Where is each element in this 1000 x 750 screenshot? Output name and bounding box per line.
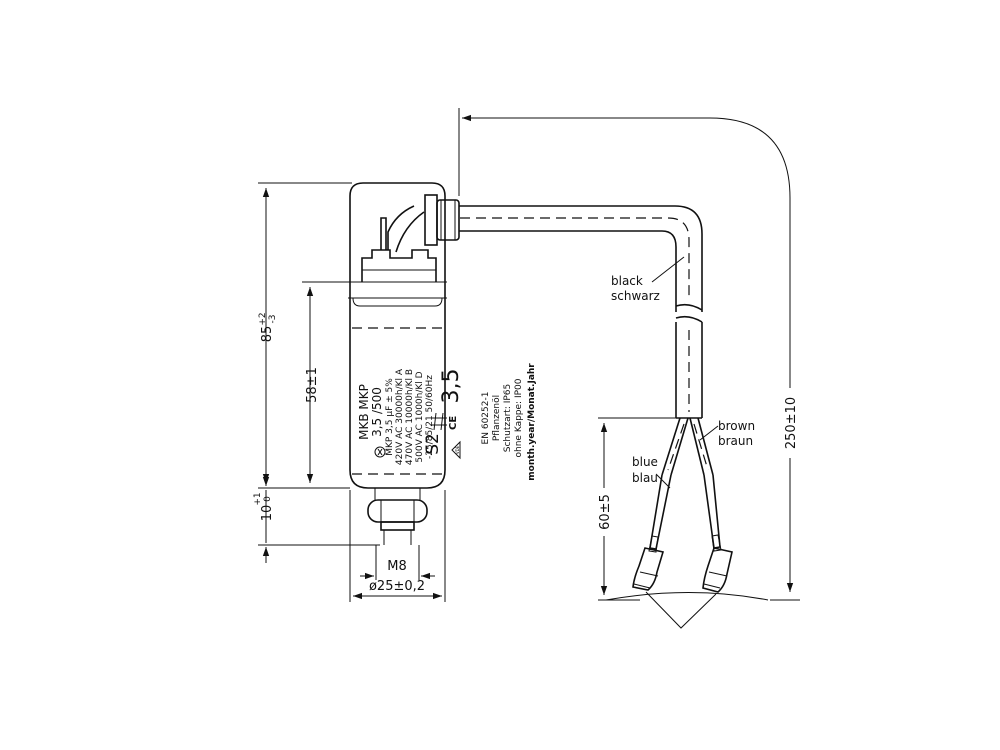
marking-line6: 500V AC 1000h/Kl D bbox=[415, 371, 425, 462]
dim-thread-value: M8 bbox=[387, 559, 407, 574]
dim-body-height-value: 85 bbox=[260, 326, 275, 343]
label-black: black bbox=[611, 274, 643, 288]
ce-mark: CE bbox=[448, 416, 459, 430]
dim-can-height-value: 58±1 bbox=[305, 367, 320, 403]
can-outline bbox=[349, 282, 446, 489]
marking-date: month.year/Monat.Jahr bbox=[527, 363, 537, 481]
hash-symbol-icon bbox=[431, 412, 447, 431]
terminal-arc bbox=[605, 592, 769, 601]
terminal-leaders bbox=[645, 591, 717, 629]
marking-std2: Pflanzenöl bbox=[492, 395, 502, 441]
label-blau: blau bbox=[632, 471, 658, 485]
wire-label-brown: brown braun bbox=[699, 419, 755, 448]
vde-mark: VDE bbox=[455, 445, 460, 454]
dim-body-height-tol-upper: +2 bbox=[258, 312, 268, 325]
marking-line2: 3,5 /500 bbox=[370, 387, 384, 437]
label-braun: braun bbox=[718, 434, 753, 448]
dim-can-height: 58±1 bbox=[302, 281, 350, 483]
dim-thread: M8 bbox=[360, 559, 435, 580]
dim-strip-length-value: 60±5 bbox=[598, 494, 613, 530]
marking-std3: Schutzart: IP65 bbox=[503, 384, 513, 453]
label-brown: brown bbox=[718, 419, 755, 433]
marking-line7: -25/85/21 50/60Hz bbox=[425, 375, 435, 459]
marking-value: 3,5 bbox=[439, 369, 464, 404]
marking-std1: EN 60252-1 bbox=[481, 392, 491, 445]
label-schwarz: schwarz bbox=[611, 289, 660, 303]
marking-line1: MKB MKP bbox=[357, 384, 371, 440]
wire-label-blue: blue blau bbox=[632, 455, 671, 489]
threaded-stud bbox=[367, 488, 428, 580]
wire-label-black: black schwarz bbox=[611, 256, 685, 303]
dim-stud-length-value: 10 bbox=[260, 505, 275, 522]
label-blue: blue bbox=[632, 455, 658, 469]
cable-gland bbox=[424, 194, 460, 246]
dim-diameter-value: ø25±0,2 bbox=[369, 579, 425, 594]
dim-lead-length-value: 250±10 bbox=[784, 397, 799, 449]
vde-triangle-icon bbox=[451, 440, 461, 460]
dim-stud-length: 10 +1 0 bbox=[253, 470, 380, 563]
terminal-block bbox=[361, 205, 437, 282]
marking-line3: MKP 3,5 µF ± 5% bbox=[385, 378, 395, 456]
manufacturer-logo-icon bbox=[374, 446, 386, 458]
cap-outline bbox=[349, 182, 446, 282]
marking-symbol: S2 bbox=[423, 433, 443, 455]
dim-strip-length: 60±5 bbox=[596, 417, 676, 601]
can-marking-side: EN 60252-1 Pflanzenöl Schutzart: IP65 oh… bbox=[481, 363, 537, 481]
dim-diameter: ø25±0,2 bbox=[349, 490, 446, 602]
wire-blue bbox=[632, 417, 689, 591]
dim-body-height-tol-lower: -3 bbox=[268, 315, 278, 324]
marking-std4: ohne Kappe: IP00 bbox=[514, 378, 524, 457]
capacitor-body bbox=[348, 182, 447, 489]
dim-lead-length: 250±10 bbox=[458, 108, 800, 601]
can-marking: MKB MKP 3,5 /500 MKP 3,5 µF ± 5% 420V AC… bbox=[357, 368, 464, 465]
cable bbox=[459, 205, 703, 419]
dim-body-height: 85 +2 -3 bbox=[258, 182, 352, 489]
dim-stud-tol-upper: +1 bbox=[253, 492, 263, 505]
marking-line5: 470V AC 10000h/Kl B bbox=[405, 369, 415, 465]
marking-line4: 420V AC 30000h/Kl A bbox=[395, 368, 405, 465]
dim-stud-tol-lower: 0 bbox=[263, 496, 273, 502]
